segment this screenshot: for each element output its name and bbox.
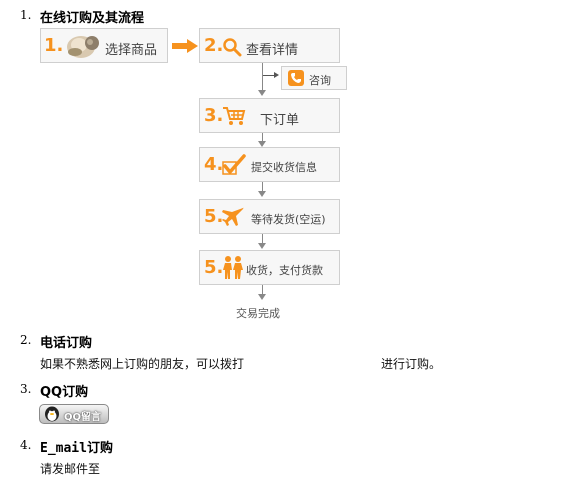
step-await-shipping[interactable]: 5. 等待发货(空运) — [199, 199, 340, 234]
step5b-label: 收货，支付货款 — [246, 264, 323, 277]
consult-label: 咨询 — [309, 74, 331, 87]
flow-done-label: 交易完成 — [236, 307, 280, 320]
connector-3-4-arrowhead — [258, 141, 266, 147]
connector-3-4 — [262, 133, 263, 142]
airplane-icon — [222, 206, 244, 232]
connector-4-5a-arrowhead — [258, 191, 266, 197]
step-submit-info[interactable]: 4. 提交收货信息 — [199, 147, 340, 182]
product-image-icon — [63, 32, 103, 64]
step4-number: 4. — [204, 154, 224, 175]
checkmark-icon — [222, 154, 246, 180]
connector-2-3 — [262, 63, 263, 91]
connector-4-5a — [262, 182, 263, 192]
step2-label: 查看详情 — [246, 43, 299, 58]
section3-number: 3. — [20, 382, 32, 396]
connector-5b-done — [262, 285, 263, 295]
step5a-number: 5. — [204, 206, 224, 227]
branch-line — [263, 75, 275, 76]
section1-title: 在线订购及其流程 — [40, 11, 145, 26]
email-order-text: 请发邮件至 — [40, 462, 101, 476]
step1-number: 1. — [44, 35, 64, 56]
section2-title: 电话订购 — [40, 336, 93, 351]
connector-2-3-arrowhead — [258, 90, 266, 96]
branch-arrowhead — [274, 72, 279, 78]
section3-title: QQ订购 — [40, 385, 89, 400]
qq-message-button[interactable]: QQ留言 — [39, 404, 109, 424]
section4-number: 4. — [20, 438, 32, 452]
connector-5b-done-arrowhead — [258, 294, 266, 300]
step-view-details[interactable]: 2. 查看详情 — [199, 28, 340, 63]
step3-label: 下订单 — [260, 113, 300, 128]
connector-5a-5b — [262, 234, 263, 244]
qq-message-label: QQ留言 — [64, 412, 102, 423]
magnifier-icon — [222, 37, 242, 61]
phone-order-text-before: 如果不熟悉网上订购的朋友，可以拨打 — [40, 357, 245, 371]
section4-title: E_mail订购 — [40, 441, 113, 456]
step-place-order[interactable]: 3. 下订单 — [199, 98, 340, 133]
people-icon — [222, 255, 244, 285]
step3-number: 3. — [204, 105, 224, 126]
step4-label: 提交收货信息 — [251, 161, 317, 174]
step-receive-pay[interactable]: 5. 收货，支付货款 — [199, 250, 340, 285]
right-arrow-icon — [172, 38, 198, 57]
step5a-label: 等待发货(空运) — [251, 213, 326, 226]
section2-number: 2. — [20, 333, 32, 347]
qq-penguin-icon — [43, 406, 61, 427]
step5b-number: 5. — [204, 257, 224, 278]
step-select-product[interactable]: 1. 选择商品 — [40, 28, 168, 63]
section1-number: 1. — [20, 8, 32, 22]
phone-icon — [288, 70, 304, 90]
consult-button[interactable]: 咨询 — [281, 66, 347, 90]
phone-order-text-after: 进行订购。 — [381, 357, 442, 371]
step2-number: 2. — [204, 35, 224, 56]
step1-label: 选择商品 — [105, 43, 158, 58]
cart-icon — [222, 105, 246, 131]
connector-5a-5b-arrowhead — [258, 243, 266, 249]
